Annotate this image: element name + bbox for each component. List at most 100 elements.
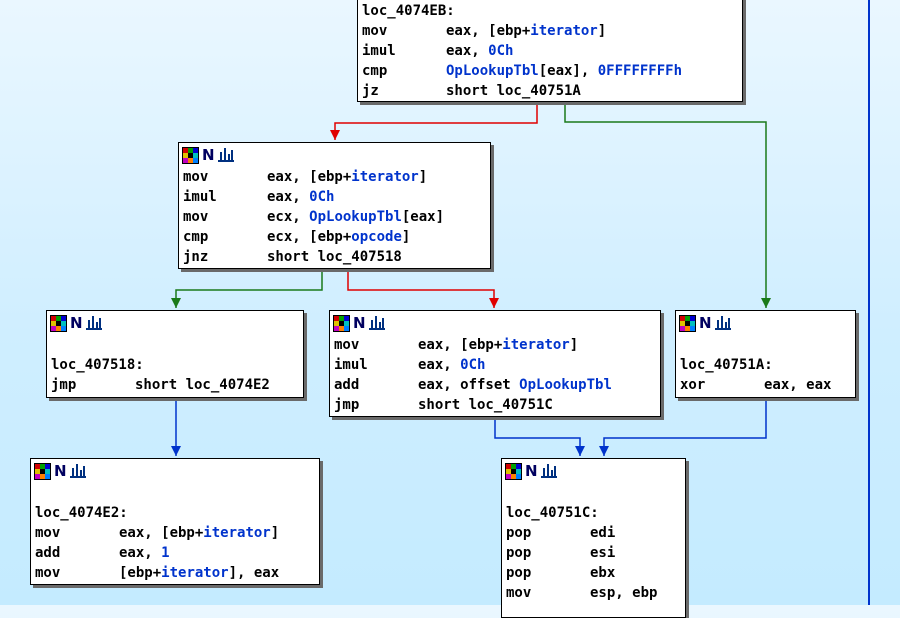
operand-text: [eax], <box>538 63 598 79</box>
graph-icon[interactable] <box>714 316 731 330</box>
graph-boundary-line <box>868 0 870 605</box>
block-label[interactable]: loc_4074EB: <box>362 3 455 19</box>
mnemonic: imul <box>334 357 368 373</box>
n-icon[interactable]: N <box>699 314 712 332</box>
symbol-name[interactable]: 0Ch <box>309 189 335 205</box>
operand-text: edi <box>590 525 616 541</box>
n-icon[interactable]: N <box>54 462 67 480</box>
n-icon[interactable]: N <box>525 462 538 480</box>
operands: eax, [ebp+iterator] <box>446 21 606 41</box>
mnemonic: jz <box>362 83 379 99</box>
operand-text: [ebp+ <box>119 565 162 581</box>
mnemonic: jmp <box>51 377 77 393</box>
instruction-line[interactable]: jmp short loc_40751C <box>330 395 660 415</box>
blank-line <box>676 335 855 355</box>
instruction-line[interactable]: jmp short loc_4074E2 <box>47 375 303 395</box>
graph-icon[interactable] <box>69 464 86 478</box>
n-icon[interactable]: N <box>202 146 215 164</box>
symbol-name[interactable]: 0Ch <box>460 357 486 373</box>
color-grid-icon[interactable] <box>34 462 51 480</box>
edge-arrowhead <box>171 298 181 308</box>
mnemonic: add <box>35 545 61 561</box>
operands: [ebp+iterator], eax <box>119 563 279 583</box>
edge-jump-edge[interactable] <box>494 418 581 456</box>
symbol-name[interactable]: iterator <box>351 169 419 185</box>
instruction-line[interactable]: mov[ebp+iterator], eax <box>31 563 319 583</box>
edge-false-edge[interactable] <box>334 103 538 140</box>
n-icon[interactable]: N <box>70 314 83 332</box>
operand-text: eax, <box>418 357 461 373</box>
instruction-line[interactable]: pop edi <box>502 523 685 543</box>
instruction-line[interactable]: mov eax, [ebp+iterator] <box>358 21 742 41</box>
mnemonic: mov <box>362 23 388 39</box>
n-icon[interactable]: N <box>353 314 366 332</box>
block-label[interactable]: loc_407518: <box>51 357 144 373</box>
edge-true-edge[interactable] <box>175 271 323 308</box>
symbol-name[interactable]: 1 <box>161 545 170 561</box>
block-label[interactable]: loc_40751A: <box>680 357 773 373</box>
symbol-name[interactable]: OpLookupTbl <box>519 377 612 393</box>
symbol-name[interactable]: iterator <box>530 23 598 39</box>
operand-text: ebx <box>590 565 616 581</box>
symbol-name[interactable]: 0FFFFFFFFh <box>597 63 683 79</box>
edge-false-edge[interactable] <box>347 271 495 308</box>
operand-text: eax, <box>446 43 489 59</box>
color-grid-icon[interactable] <box>182 146 199 164</box>
mnemonic: jmp <box>334 397 360 413</box>
graph-icon[interactable] <box>540 464 557 478</box>
graph-icon[interactable] <box>85 316 102 330</box>
operand-text: ] <box>597 23 607 39</box>
block-label[interactable]: loc_4074E2: <box>35 505 128 521</box>
graph-icon[interactable] <box>368 316 385 330</box>
graph-icon[interactable] <box>217 148 234 162</box>
color-grid-icon[interactable] <box>50 314 67 332</box>
color-grid-icon[interactable] <box>679 314 696 332</box>
symbol-name[interactable]: opcode <box>351 229 402 245</box>
edge-true-edge[interactable] <box>564 103 767 308</box>
symbol-name[interactable]: iterator <box>161 565 229 581</box>
operands: short loc_4074E2 <box>135 375 270 395</box>
mnemonic: mov <box>506 585 532 601</box>
block-header: N <box>31 459 319 483</box>
symbol-name[interactable]: 0Ch <box>488 43 514 59</box>
mnemonic: pop <box>506 525 532 541</box>
operands: esi <box>590 543 615 563</box>
symbol-name[interactable]: iterator <box>203 525 271 541</box>
symbol-name[interactable]: iterator <box>502 337 570 353</box>
block-header: N <box>47 311 303 335</box>
blank-line <box>502 483 685 503</box>
symbol-name[interactable]: OpLookupTbl <box>446 63 539 79</box>
operands: short loc_407518 <box>267 247 402 267</box>
block-label[interactable]: loc_40751C: <box>506 505 599 521</box>
blank-line <box>31 483 319 503</box>
operand-text: short loc_40751C <box>418 397 553 413</box>
color-grid-icon[interactable] <box>333 314 350 332</box>
color-grid-icon[interactable] <box>505 462 522 480</box>
instruction-line[interactable]: pop esi <box>502 543 685 563</box>
symbol-name[interactable]: OpLookupTbl <box>309 209 402 225</box>
mnemonic: pop <box>506 545 532 561</box>
instruction-line[interactable]: imul eax, 0Ch <box>330 355 660 375</box>
